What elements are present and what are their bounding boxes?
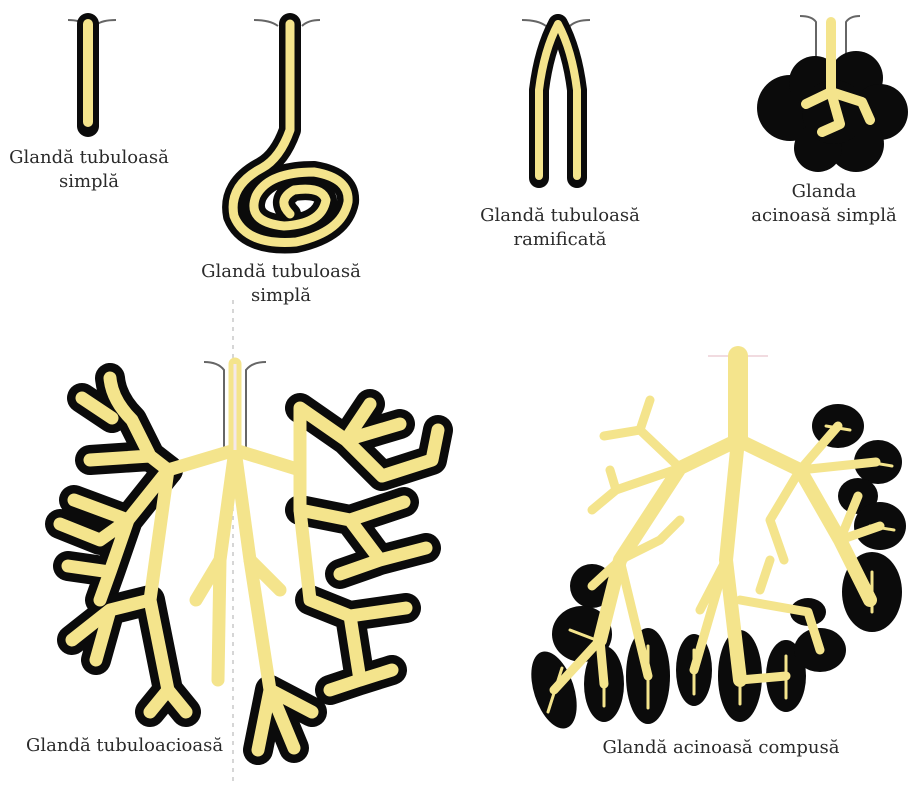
label-simple-tubular: Glandă tubuloasă simplă <box>4 146 174 194</box>
branched-tubular-gland <box>522 20 590 178</box>
simple-acinar-gland <box>757 16 908 172</box>
coiled-tubular-gland <box>233 20 348 242</box>
label-compound-acinar: Glandă acinoasă compusă <box>586 736 856 760</box>
label-coiled-tubular: Glandă tubuloasă simplă <box>186 260 376 308</box>
tubuloacinar-gland <box>60 362 438 750</box>
label-branched-tubular: Glandă tubuloasă ramificată <box>470 204 650 252</box>
simple-tubular-gland <box>68 20 116 126</box>
label-tubuloacinar: Glandă tubuloacioasă <box>26 734 236 758</box>
label-simple-acinar: Glanda acinoasă simplă <box>738 180 910 228</box>
compound-acinar-gland <box>523 356 906 734</box>
